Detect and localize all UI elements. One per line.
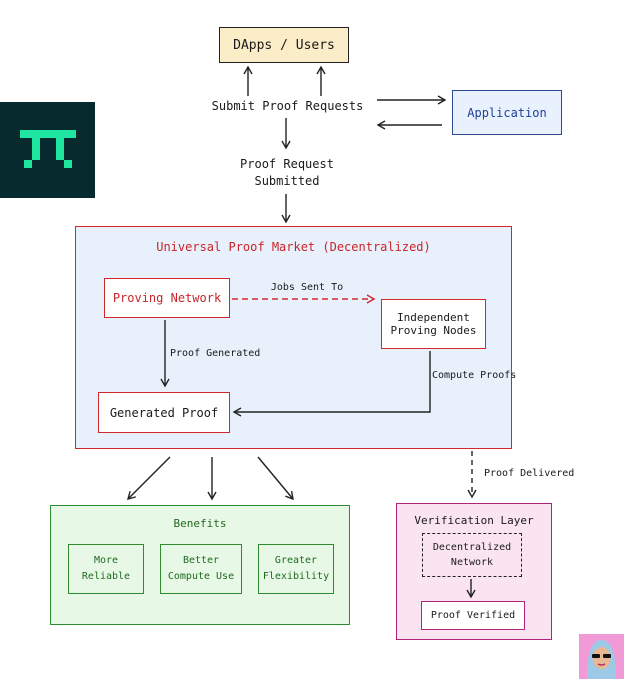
nodes-label-line1: Independent xyxy=(397,311,470,324)
application-node: Application xyxy=(452,90,562,135)
proof-request-label-line1: Proof Request xyxy=(240,157,334,171)
decentralized-label-line1: Decentralized xyxy=(432,542,512,553)
benefit-label-line2: Compute Use xyxy=(167,571,235,582)
benefits-title: Benefits xyxy=(173,517,227,530)
arrow-to-benefits-right xyxy=(257,456,294,501)
proof-request-label-line2: Submitted xyxy=(254,174,320,188)
verification-layer-title: Verification Layer xyxy=(414,514,534,527)
benefit-label-line2: Reliable xyxy=(81,571,131,582)
proof-generated-label: Proof Generated xyxy=(170,348,261,359)
arrow-compute-proofs xyxy=(232,351,431,417)
arrow-to-benefits-left xyxy=(127,456,171,500)
proving-network-node: Proving Network xyxy=(104,278,230,318)
compute-proofs-label: Compute Proofs xyxy=(432,370,517,381)
avatar-icon xyxy=(579,634,624,679)
benefit-label-line1: Greater xyxy=(274,555,318,566)
benefit-greater-flexibility: Greater Flexibility xyxy=(258,544,334,594)
decentralized-network-node: Decentralized Network xyxy=(422,533,522,577)
benefit-more-reliable: More Reliable xyxy=(68,544,144,594)
decentralized-label-line2: Network xyxy=(450,557,494,568)
brand-logo xyxy=(0,102,95,198)
dapps-users-node: DApps / Users xyxy=(219,27,349,63)
pi-logo-icon xyxy=(19,130,76,168)
benefit-better-compute-use: Better Compute Use xyxy=(160,544,242,594)
independent-proving-nodes-node: Independent Proving Nodes xyxy=(381,299,486,349)
proof-delivered-label: Proof Delivered xyxy=(484,468,575,479)
submit-proof-requests-label: Submit Proof Requests xyxy=(211,99,364,113)
benefit-label-line2: Flexibility xyxy=(262,571,330,582)
market-title: Universal Proof Market (Decentralized) xyxy=(156,240,431,254)
nodes-label-line2: Proving Nodes xyxy=(390,324,477,337)
proof-verified-node: Proof Verified xyxy=(421,601,525,630)
jobs-sent-label: Jobs Sent To xyxy=(270,282,344,293)
avatar xyxy=(579,634,624,679)
benefit-label-line1: Better xyxy=(182,555,220,566)
benefit-label-line1: More xyxy=(93,555,119,566)
generated-proof-node: Generated Proof xyxy=(98,392,230,433)
